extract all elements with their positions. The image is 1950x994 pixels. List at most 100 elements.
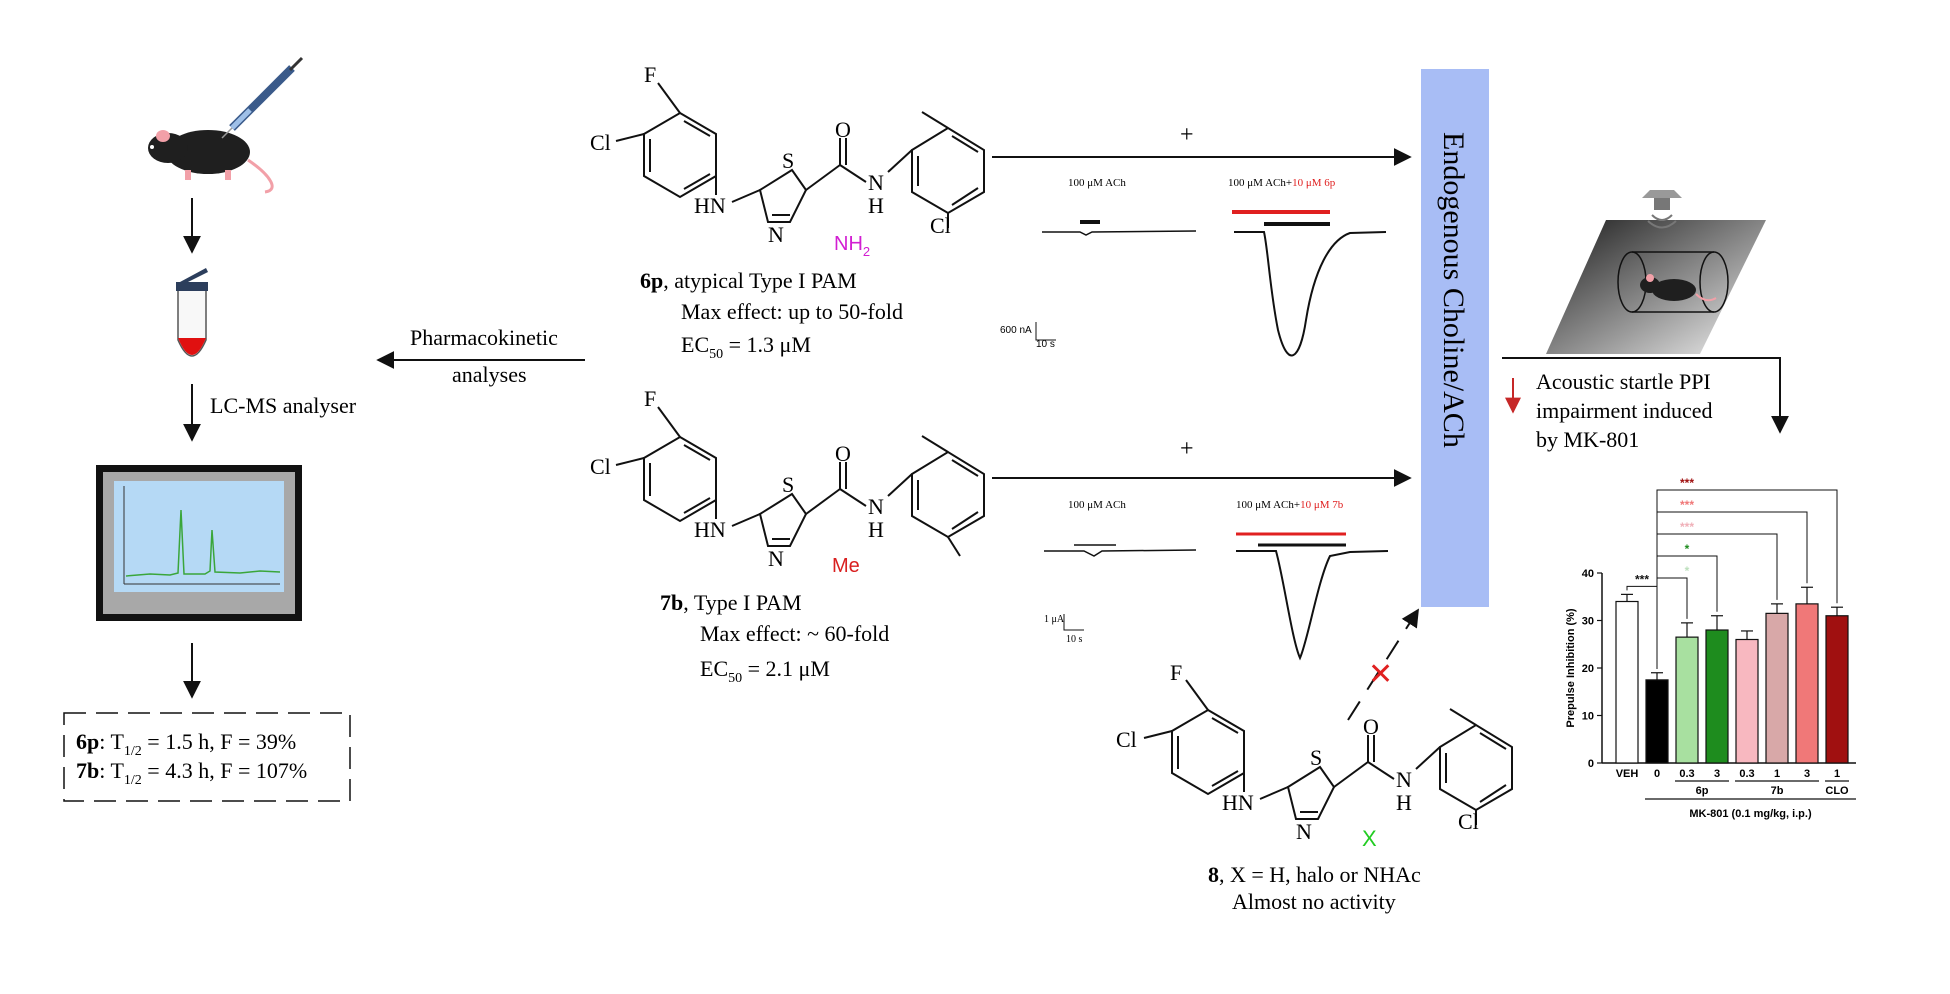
atom-6p-N: N [768, 222, 784, 247]
scale1-x: 10 s [1036, 339, 1055, 350]
trace1-label: 100 μM ACh [1068, 177, 1126, 189]
structure-8 [1143, 679, 1513, 825]
label-7b-ec50: EC50 = 2.1 μM [700, 656, 830, 686]
pk-label-line2: analyses [452, 362, 527, 387]
scale1-y: 600 nA [1000, 325, 1032, 336]
label-7b-type: 7b, Type I PAM [660, 590, 802, 615]
chart-group-label: 6p [1696, 785, 1709, 797]
atom-8-Cl2: Cl [1458, 809, 1479, 834]
chart-bar [1735, 638, 1759, 764]
atom-7b-amide-H: H [868, 517, 884, 542]
chart-significance-label: *** [1680, 476, 1694, 490]
ppi-bar-chart: Prepulse Inhibition (%) MK-801 (0.1 mg/k… [1565, 476, 1856, 820]
scale1-bar [1035, 322, 1056, 341]
atom-7b-Cl: Cl [590, 454, 611, 479]
lcms-label: LC-MS analyser [210, 393, 357, 418]
lcms-monitor [96, 465, 302, 621]
ppi-line2: impairment induced [1536, 398, 1713, 423]
chart-category-label: 0.3 [1739, 768, 1754, 780]
chart-y-tick-label: 40 [1582, 568, 1594, 580]
plus-6p: + [1180, 122, 1194, 148]
atom-7b-N: N [768, 546, 784, 571]
atom-8-Cl: Cl [1116, 727, 1137, 752]
atom-6p-amide-H: H [868, 193, 884, 218]
endogenous-label: Endogenous Choline/ACh [1437, 132, 1470, 448]
chart-significance-label: *** [1635, 572, 1649, 586]
pk-label-line1: Pharmacokinetic [410, 325, 558, 350]
atom-8-amide-H: H [1396, 790, 1412, 815]
atom-8-O: O [1363, 714, 1379, 739]
chart-significance-label: *** [1680, 520, 1694, 534]
chart-group-label: CLO [1825, 785, 1849, 797]
arrow-8-dashed [1347, 608, 1419, 721]
label-7b-max-effect: Max effect: ~ 60-fold [700, 621, 889, 646]
chart-significance-label: *** [1680, 498, 1694, 512]
substituent-7b: Me [832, 555, 860, 577]
chart-category-label: VEH [1616, 768, 1639, 780]
substituent-6p: NH2 [834, 233, 870, 259]
label-8-desc: 8, X = H, halo or NHAc [1208, 862, 1421, 887]
structure-6p [615, 82, 985, 228]
atom-6p-Cl: Cl [590, 130, 611, 155]
pk-6p-line: 6p: T1/2 = 1.5 h, F = 39% [76, 729, 296, 759]
trace2-current [1234, 231, 1387, 357]
chart-bar [1825, 615, 1849, 764]
label-8-activity: Almost no activity [1232, 889, 1396, 914]
syringe-icon [221, 56, 304, 139]
chart-y-tick-label: 10 [1582, 711, 1594, 723]
mouse-injection-icon [148, 130, 274, 194]
scale2-y: 1 μA [1044, 614, 1065, 625]
atom-8-S: S [1310, 745, 1322, 770]
chart-y-tick-label: 20 [1582, 663, 1594, 675]
trace2-label: 100 μM ACh+10 μM 6p [1228, 177, 1336, 189]
chart-ylabel: Prepulse Inhibition (%) [1565, 608, 1577, 728]
plus-7b: + [1180, 436, 1194, 462]
scale2-bar [1063, 614, 1084, 631]
chromatogram-trace [125, 509, 281, 577]
substituent-8: X [1362, 826, 1377, 851]
atom-6p-amide-N: N [868, 170, 884, 195]
chart-y-tick-label: 0 [1588, 758, 1594, 770]
atom-7b-O: O [835, 441, 851, 466]
chart-significance-label: * [1685, 542, 1690, 556]
chart-y-tick-label: 30 [1582, 616, 1594, 628]
label-6p-max-effect: Max effect: up to 50-fold [681, 299, 903, 324]
chart-category-label: 3 [1714, 768, 1720, 780]
atom-7b-HN: HN [694, 517, 726, 542]
pk-7b-id: 7b [76, 758, 99, 783]
atom-8-HN: HN [1222, 790, 1254, 815]
blood-tube-icon [176, 268, 208, 357]
atom-6p-HN: HN [694, 193, 726, 218]
chart-significance-label: * [1685, 564, 1690, 578]
endogenous-panel [1421, 69, 1489, 607]
atom-6p-S: S [782, 148, 794, 173]
arrow-to-ppi-chart [1502, 357, 1789, 434]
pk-7b-line: 7b: T1/2 = 4.3 h, F = 107% [76, 758, 307, 788]
chart-xlabel: MK-801 (0.1 mg/kg, i.p.) [1689, 808, 1812, 820]
trace4-label: 100 μM ACh+10 μM 7b [1236, 499, 1344, 511]
chart-bar [1675, 636, 1699, 764]
chart-category-label: 0.3 [1679, 768, 1694, 780]
id-7b: 7b [660, 590, 683, 615]
structure-7b [615, 406, 985, 557]
atom-8-amide-N: N [1396, 767, 1412, 792]
atom-6p-F: F [644, 62, 656, 87]
atom-6p-Cl2: Cl [930, 213, 951, 238]
chart-category-label: 3 [1804, 768, 1810, 780]
trace4-current [1236, 550, 1389, 661]
ppi-line3: by MK-801 [1536, 427, 1639, 452]
startle-chamber-icon [1546, 190, 1766, 354]
trace1-current [1042, 230, 1197, 236]
pk-6p-id: 6p [76, 729, 99, 754]
label-6p-ec50: EC50 = 1.3 μM [681, 332, 811, 362]
chart-category-label: 0 [1654, 768, 1660, 780]
chart-bar [1795, 603, 1819, 764]
scale2-x: 10 s [1066, 634, 1083, 645]
chart-group-label: 7b [1771, 785, 1784, 797]
trace3-current [1044, 549, 1197, 557]
pk-results-box [63, 712, 351, 802]
id-8: 8 [1208, 862, 1219, 887]
trace3-label: 100 μM ACh [1068, 499, 1126, 511]
chart-category-label: 1 [1774, 768, 1780, 780]
